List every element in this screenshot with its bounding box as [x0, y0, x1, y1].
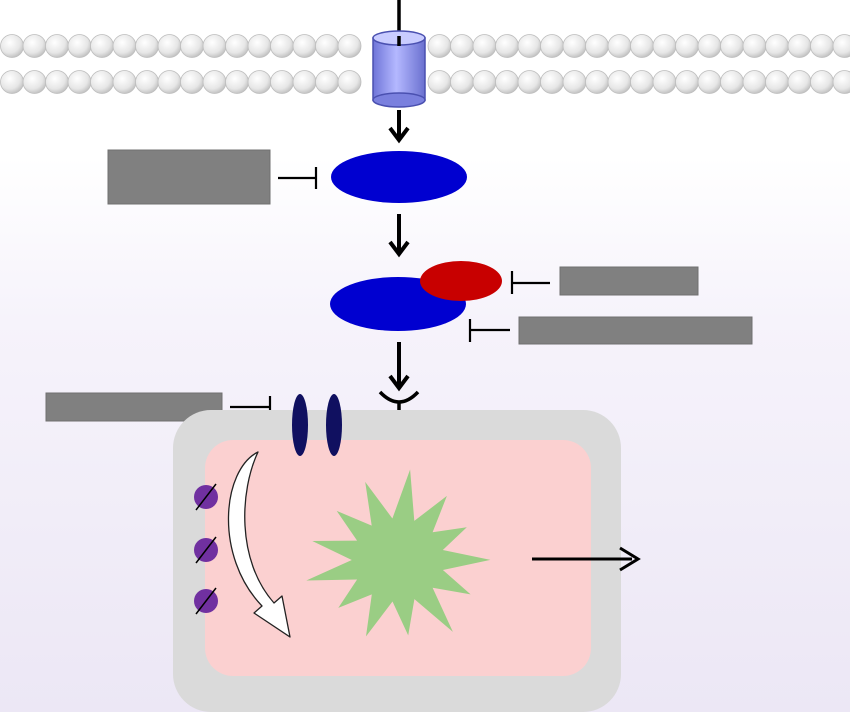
membrane-bead: [450, 70, 474, 94]
signaling-protein-1: [331, 151, 467, 203]
membrane-bead: [112, 34, 137, 58]
transmembrane-receptor: [372, 0, 426, 108]
membrane-bead: [585, 70, 609, 94]
membrane-bead: [517, 34, 542, 58]
curved-translocation-arrow: [227, 451, 291, 638]
membrane-bead: [562, 34, 587, 58]
membrane-bead: [180, 34, 204, 58]
membrane-bead: [427, 34, 452, 58]
ion-channel: [292, 394, 342, 456]
membrane-bead: [247, 34, 272, 58]
bound-particle-1: [194, 483, 218, 511]
membrane-bead: [45, 34, 69, 58]
activation-arrow-1: [388, 110, 410, 144]
membrane-bead: [540, 70, 564, 94]
membrane-bead: [652, 34, 677, 58]
membrane-bead: [540, 34, 564, 58]
inhibitor-label-2: [559, 266, 699, 296]
membrane-bead: [562, 70, 587, 94]
membrane-bead: [450, 34, 474, 58]
membrane-bead: [157, 34, 182, 58]
membrane-bead: [315, 34, 339, 58]
membrane-bead: [292, 34, 317, 58]
membrane-bead: [787, 70, 812, 94]
membrane-bead: [720, 70, 744, 94]
inhibition-line-1: [278, 167, 318, 189]
membrane-bead: [630, 34, 654, 58]
membrane-bead: [90, 70, 114, 94]
inhibition-line-3: [468, 319, 510, 342]
membrane-bead: [495, 70, 519, 94]
membrane-bead: [427, 70, 452, 94]
membrane-bead: [90, 34, 114, 58]
bound-particles: [194, 483, 218, 615]
activation-arrow-2: [388, 214, 410, 258]
membrane-bead: [337, 34, 362, 58]
membrane-bead: [270, 34, 294, 58]
membrane-bead: [157, 70, 182, 94]
membrane-bead: [765, 34, 789, 58]
membrane-bead: [270, 70, 294, 94]
membrane-bead: [337, 70, 362, 94]
output-arrow: [532, 546, 641, 572]
membrane-bottom-leaflet: [0, 70, 850, 94]
membrane-bead: [765, 70, 789, 94]
membrane-bead: [45, 70, 69, 94]
membrane-bead: [22, 70, 47, 94]
membrane-bead: [315, 70, 339, 94]
membrane-bead: [472, 34, 497, 58]
membrane-bead: [675, 34, 699, 58]
channel-subunit-left: [292, 394, 308, 456]
membrane-bead: [607, 70, 632, 94]
membrane-bead: [495, 34, 519, 58]
membrane-bead: [135, 70, 159, 94]
membrane-bead: [585, 34, 609, 58]
membrane-bead: [832, 70, 850, 94]
membrane-bead: [787, 34, 812, 58]
membrane-bead: [67, 34, 92, 58]
membrane-bead: [697, 70, 722, 94]
membrane-bead: [135, 34, 159, 58]
bound-particle-2: [194, 536, 218, 564]
inhibition-line-2: [510, 271, 550, 294]
membrane-bead: [832, 34, 850, 58]
bound-particle-3: [194, 587, 218, 615]
membrane-bead: [675, 70, 699, 94]
membrane-bead: [652, 70, 677, 94]
release-burst: [306, 469, 491, 637]
membrane-bead: [720, 34, 744, 58]
membrane-bead: [607, 34, 632, 58]
cell-membrane-bilayer: [0, 34, 850, 94]
membrane-bead: [202, 70, 227, 94]
membrane-bead: [697, 34, 722, 58]
inhibitor-label-3: [518, 316, 753, 345]
membrane-bead: [810, 70, 834, 94]
membrane-bead: [810, 34, 834, 58]
signaling-protein-red: [420, 261, 502, 301]
channel-subunit-right: [326, 394, 342, 456]
membrane-bead: [67, 70, 92, 94]
membrane-bead: [472, 70, 497, 94]
membrane-bead: [742, 70, 767, 94]
protein-complex: [330, 261, 502, 331]
activation-arrow-3: [388, 342, 410, 392]
membrane-bead: [0, 34, 24, 58]
membrane-bead: [202, 34, 227, 58]
membrane-bead: [630, 70, 654, 94]
membrane-top-leaflet: [0, 34, 850, 58]
membrane-bead: [112, 70, 137, 94]
membrane-bead: [247, 70, 272, 94]
membrane-bead: [742, 34, 767, 58]
membrane-bead: [517, 70, 542, 94]
membrane-bead: [225, 34, 249, 58]
membrane-bead: [180, 70, 204, 94]
membrane-bead: [292, 70, 317, 94]
inhibitor-label-1: [107, 149, 271, 205]
membrane-bead: [22, 34, 47, 58]
membrane-bead: [0, 70, 24, 94]
membrane-bead: [225, 70, 249, 94]
